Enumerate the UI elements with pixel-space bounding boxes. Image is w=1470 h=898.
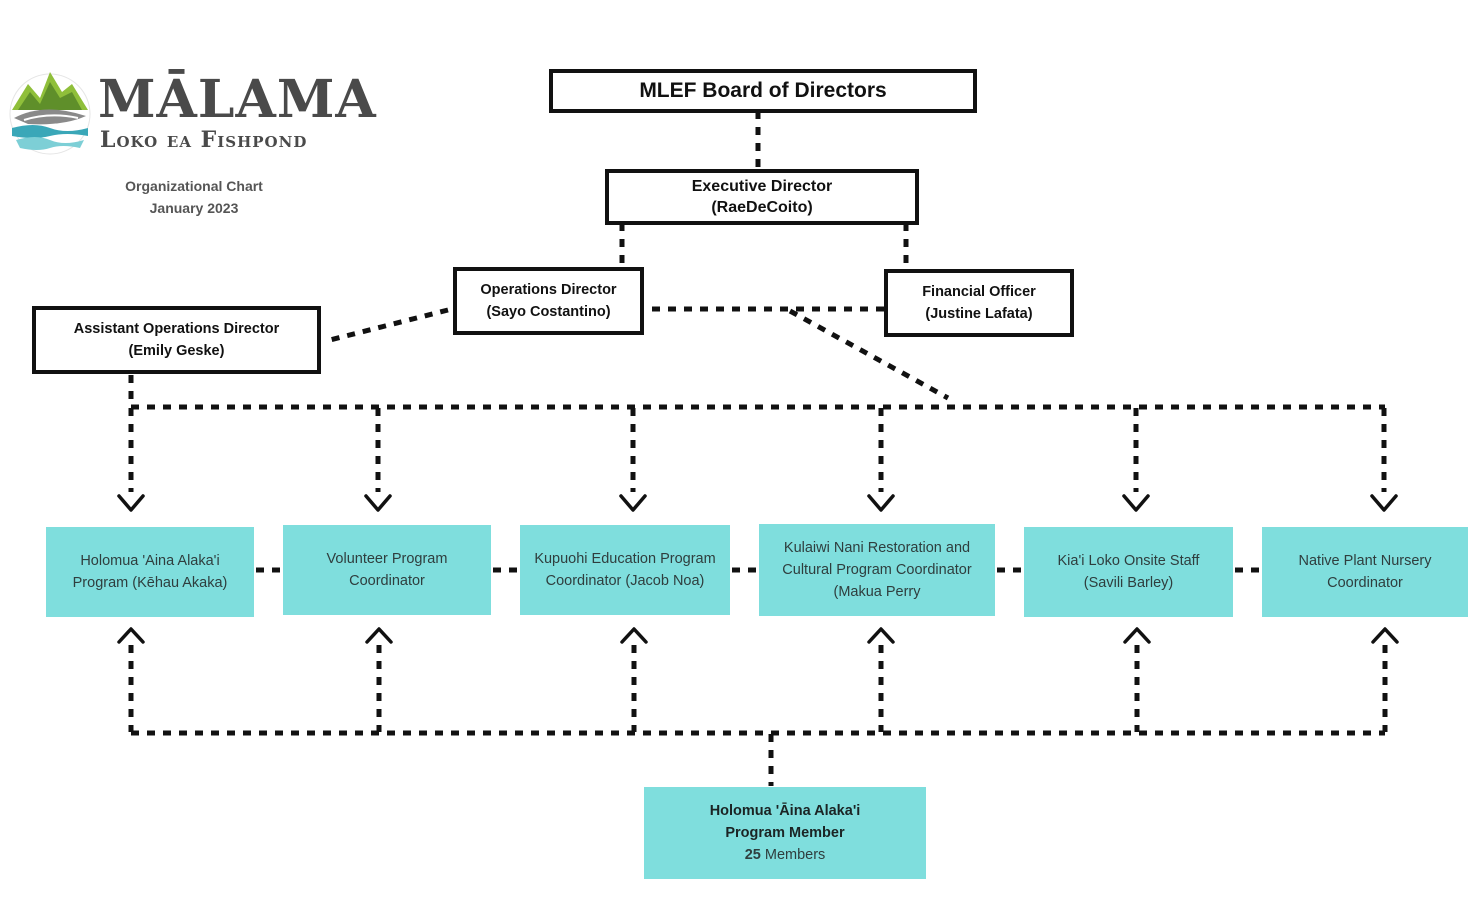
members-count-line: 25 Members (745, 844, 826, 866)
financial-officer-box: Financial Officer (Justine Lafata) (884, 269, 1074, 337)
coordinator-box-native-plant: Native Plant Nursery Coordinator (1262, 527, 1468, 617)
coordinator-box-kupuohi: Kupuohi Education Program Coordinator (J… (520, 525, 730, 615)
coordinator-line: Kupuohi Education Program (534, 551, 716, 567)
coordinator-box-kulaiwi: Kulaiwi Nani Restoration and Cultural Pr… (759, 524, 995, 616)
program-members-box: Holomua 'Āina Alaka'i Program Member 25 … (644, 787, 926, 879)
chart-caption-title: Organizational Chart (125, 178, 263, 194)
coordinator-line: Coordinator (349, 573, 425, 589)
coordinator-box-kiai-loko: Kia'i Loko Onsite Staff (Savili Barley) (1024, 527, 1233, 617)
board-of-directors-box: MLEF Board of Directors (549, 69, 977, 113)
coordinator-line: Coordinator (1327, 575, 1403, 591)
fishpond-mountain-fish-icon (9, 72, 91, 155)
financial-name: (Justine Lafata) (925, 306, 1033, 322)
executive-title: Executive Director (691, 178, 833, 195)
up-arrow-icon (365, 627, 393, 644)
coordinator-line: Kulaiwi Nani Restoration and (783, 540, 971, 556)
operations-title: Operations Director (480, 282, 617, 298)
down-arrow-icon (1370, 494, 1398, 512)
diagonal-to-bus-connector (788, 308, 950, 401)
members-count-label: Members (764, 847, 826, 863)
down-arrow-icon (867, 494, 895, 512)
operations-to-assistant-connector (325, 307, 449, 344)
assistant-name: (Emily Geske) (128, 343, 225, 359)
logo-title: MĀLAMA (98, 69, 377, 130)
coordinator-line: Kia'i Loko Onsite Staff (1057, 553, 1200, 569)
coordinator-line: (Makua Perry (833, 584, 921, 600)
up-arrow-icon (867, 627, 895, 644)
financial-title: Financial Officer (922, 284, 1036, 300)
coordinator-line: Program (Kēhau Akaka) (72, 575, 228, 591)
down-arrow-icon (117, 494, 145, 512)
up-arrow-icon (117, 627, 145, 644)
up-arrow-icon (620, 627, 648, 644)
members-line2: Program Member (725, 825, 845, 841)
executive-name: (RaeDeCoito) (711, 199, 813, 216)
coordinator-box-holomua: Holomua 'Aina Alaka'i Program (Kēhau Aka… (46, 527, 254, 617)
board-title: MLEF Board of Directors (639, 79, 887, 102)
up-arrow-icon (1371, 627, 1399, 644)
down-arrow-icon (619, 494, 647, 512)
coordinator-line: Cultural Program Coordinator (782, 562, 972, 578)
assistant-operations-director-box: Assistant Operations Director (Emily Ges… (32, 306, 321, 374)
coordinator-line: Coordinator (Jacob Noa) (545, 573, 705, 589)
members-line1: Holomua 'Āina Alaka'i (709, 803, 861, 819)
coordinator-line: (Savili Barley) (1083, 575, 1174, 591)
down-arrow-icon (1122, 494, 1150, 512)
operations-director-box: Operations Director (Sayo Costantino) (453, 267, 644, 335)
coordinator-line: Holomua 'Aina Alaka'i (80, 553, 220, 569)
coordinator-line: Native Plant Nursery (1298, 553, 1432, 569)
members-count: 25 (744, 847, 761, 863)
logo-subtitle: Loko ea Fishpond (100, 127, 308, 153)
operations-name: (Sayo Costantino) (486, 304, 611, 320)
down-arrow-icon (364, 494, 392, 512)
chart-caption-date: January 2023 (149, 200, 239, 216)
coordinator-box-volunteer: Volunteer Program Coordinator (283, 525, 491, 615)
assistant-title: Assistant Operations Director (73, 321, 280, 337)
up-arrow-icon (1123, 627, 1151, 644)
executive-director-box: Executive Director (RaeDeCoito) (605, 169, 919, 225)
coordinator-line: Volunteer Program (326, 551, 448, 567)
